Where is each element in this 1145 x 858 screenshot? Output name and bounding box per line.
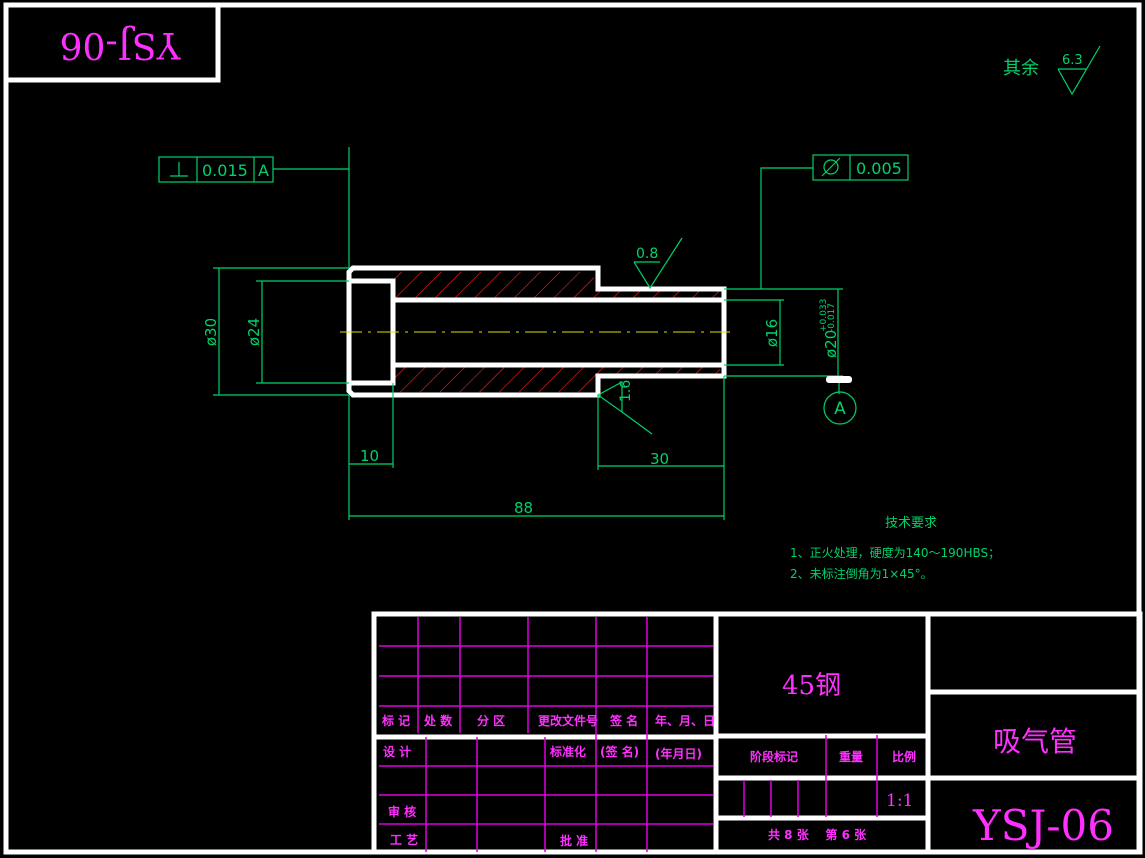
header-zone: 分 区 xyxy=(477,713,505,728)
dim-d20: ø20 xyxy=(822,330,840,358)
dim-len30: 30 xyxy=(650,450,669,468)
roughness-0-8-value: 0.8 xyxy=(636,246,658,262)
dim-d20-lower: -0.017 xyxy=(827,303,837,332)
roughness-1-6: 1.6 xyxy=(596,380,653,435)
material: 45钢 xyxy=(782,671,841,701)
dim-d24: ø24 xyxy=(245,318,263,346)
roughness-general-label: 其余 xyxy=(1003,58,1039,79)
date-label: (年月日) xyxy=(655,746,702,761)
cylindricity-tolerance-frame: 0.005 xyxy=(760,154,909,289)
approve-label: 批 准 xyxy=(560,833,588,848)
dimensions: ø30 ø24 ø16 ø20 +0.033 -0.017 10 30 88 xyxy=(202,267,843,520)
review-label: 审 核 xyxy=(388,804,416,819)
cylindricity-icon xyxy=(823,159,839,175)
roughness-general-value: 6.3 xyxy=(1062,53,1083,68)
weight-label: 重量 xyxy=(839,749,863,764)
header-signature: 签 名 xyxy=(609,713,638,728)
roughness-0-8: 0.8 xyxy=(633,237,683,290)
sign-label: (签 名) xyxy=(600,744,639,759)
stage-mark-label: 阶段标记 xyxy=(750,749,798,764)
part-name: 吸气管 xyxy=(993,725,1077,758)
tech-req-item: 1、正火处理，硬度为140～190HBS； xyxy=(790,545,1000,560)
datum-a: A xyxy=(823,376,857,425)
tech-req-item: 2、未标注倒角为1×45°。 xyxy=(790,566,933,581)
design-label: 设 计 xyxy=(383,744,411,759)
title-block: 标 记 处 数 分 区 更改文件号 签 名 年、月、日 设 计 标准化 (签 名… xyxy=(371,611,1143,855)
roughness-1-6-value: 1.6 xyxy=(618,380,634,402)
dim-len88: 88 xyxy=(514,499,533,517)
dim-d16: ø16 xyxy=(763,319,781,347)
header-change-doc: 更改文件号 xyxy=(538,713,598,728)
mirrored-code-box: YSJ-06 xyxy=(6,5,221,83)
perpendicularity-icon xyxy=(170,162,188,177)
dim-d20-upper: +0.033 xyxy=(819,299,829,332)
tech-req-title: 技术要求 xyxy=(885,516,937,531)
mirrored-code: YSJ-06 xyxy=(60,24,182,65)
technical-requirements: 技术要求 1、正火处理，硬度为140～190HBS； 2、未标注倒角为1×45°… xyxy=(790,516,1000,581)
scale-value: 1:1 xyxy=(886,791,913,811)
perpendicularity-tolerance-frame: 0.015 A xyxy=(158,147,350,268)
cylindricity-value: 0.005 xyxy=(856,159,902,178)
standardization-label: 标准化 xyxy=(549,744,586,759)
general-roughness: 其余 6.3 xyxy=(1003,45,1101,96)
perpendicularity-datum: A xyxy=(258,161,269,180)
dim-d30: ø30 xyxy=(202,318,220,346)
sheet-count: 共 8 张 第 6 张 xyxy=(768,827,867,842)
part-section-view xyxy=(340,265,730,398)
perpendicularity-value: 0.015 xyxy=(202,161,248,180)
scale-label: 比例 xyxy=(892,749,916,764)
drawing-number: YSJ-06 xyxy=(972,801,1114,850)
datum-a-label: A xyxy=(834,399,846,419)
header-mark: 标 记 xyxy=(381,713,410,728)
header-date: 年、月、日 xyxy=(655,713,715,728)
header-count: 处 数 xyxy=(423,713,453,728)
process-label: 工 艺 xyxy=(390,832,418,847)
dim-len10: 10 xyxy=(360,447,379,465)
